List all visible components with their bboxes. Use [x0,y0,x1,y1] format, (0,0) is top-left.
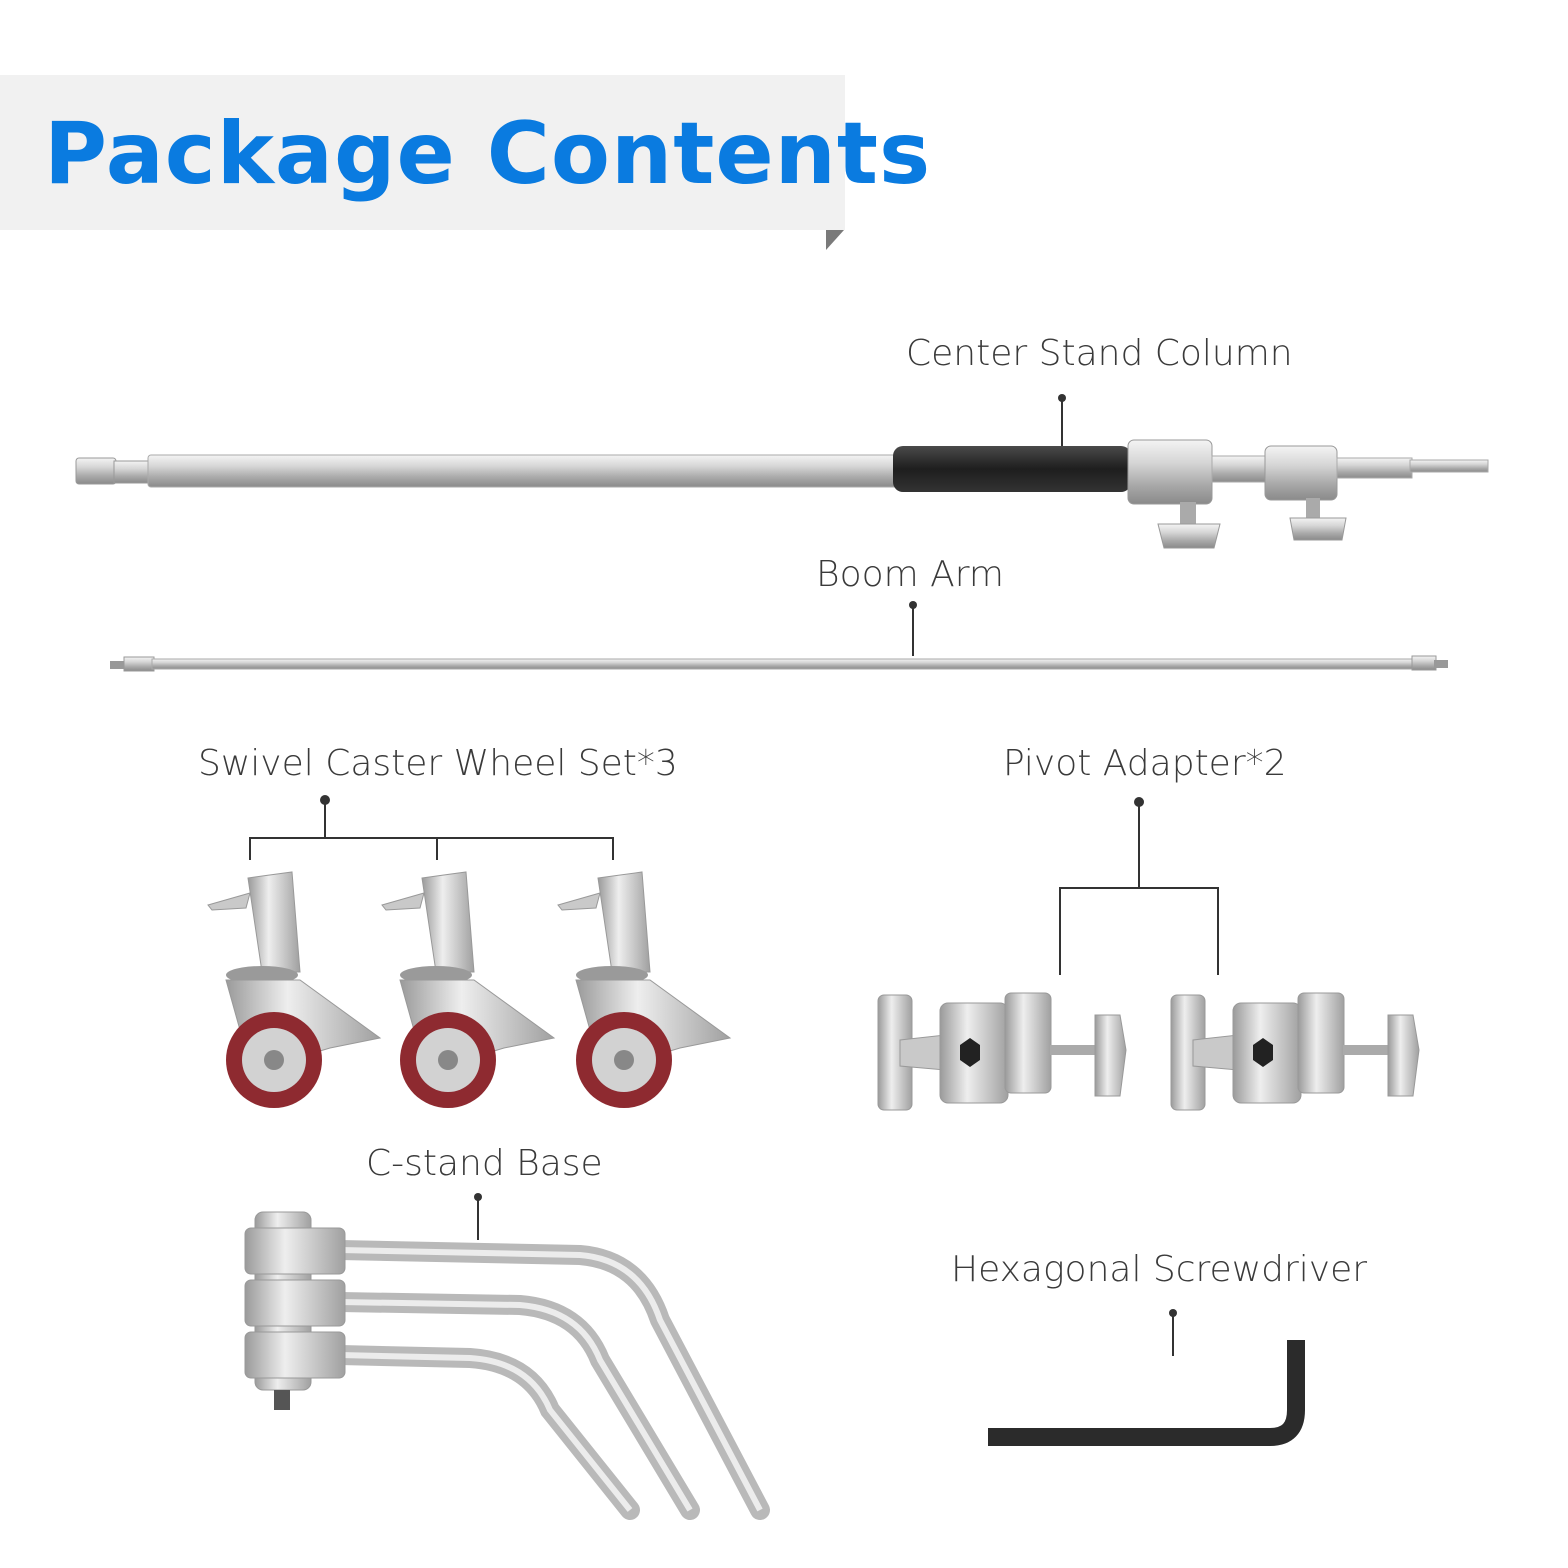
label-pivot-adapter: Pivot Adapter*2 [1003,743,1287,784]
caster-bracket [249,795,614,860]
label-center-stand-column: Center Stand Column [906,333,1293,374]
pivot-bracket [1059,797,1219,975]
pivot-adapter-2 [1170,992,1420,1111]
label-boom-arm: Boom Arm [816,554,1004,595]
label-hexagonal-screwdriver: Hexagonal Screwdriver [951,1249,1368,1290]
page-title: Package Contents [44,104,932,204]
center-stand-column-image [75,394,1489,549]
title-banner [0,75,845,230]
label-c-stand-base: C-stand Base [366,1143,603,1184]
banner-fold [826,230,844,250]
caster-wheel-2 [381,871,556,1108]
hexagonal-screwdriver-image [988,1309,1305,1446]
boom-arm-image [110,601,1448,672]
label-swivel-caster-wheel-set: Swivel Caster Wheel Set*3 [198,743,678,784]
pivot-adapter-1 [877,992,1127,1111]
c-stand-base-image [244,1193,770,1520]
caster-wheel-3 [557,871,732,1108]
caster-wheel-1 [207,871,382,1108]
